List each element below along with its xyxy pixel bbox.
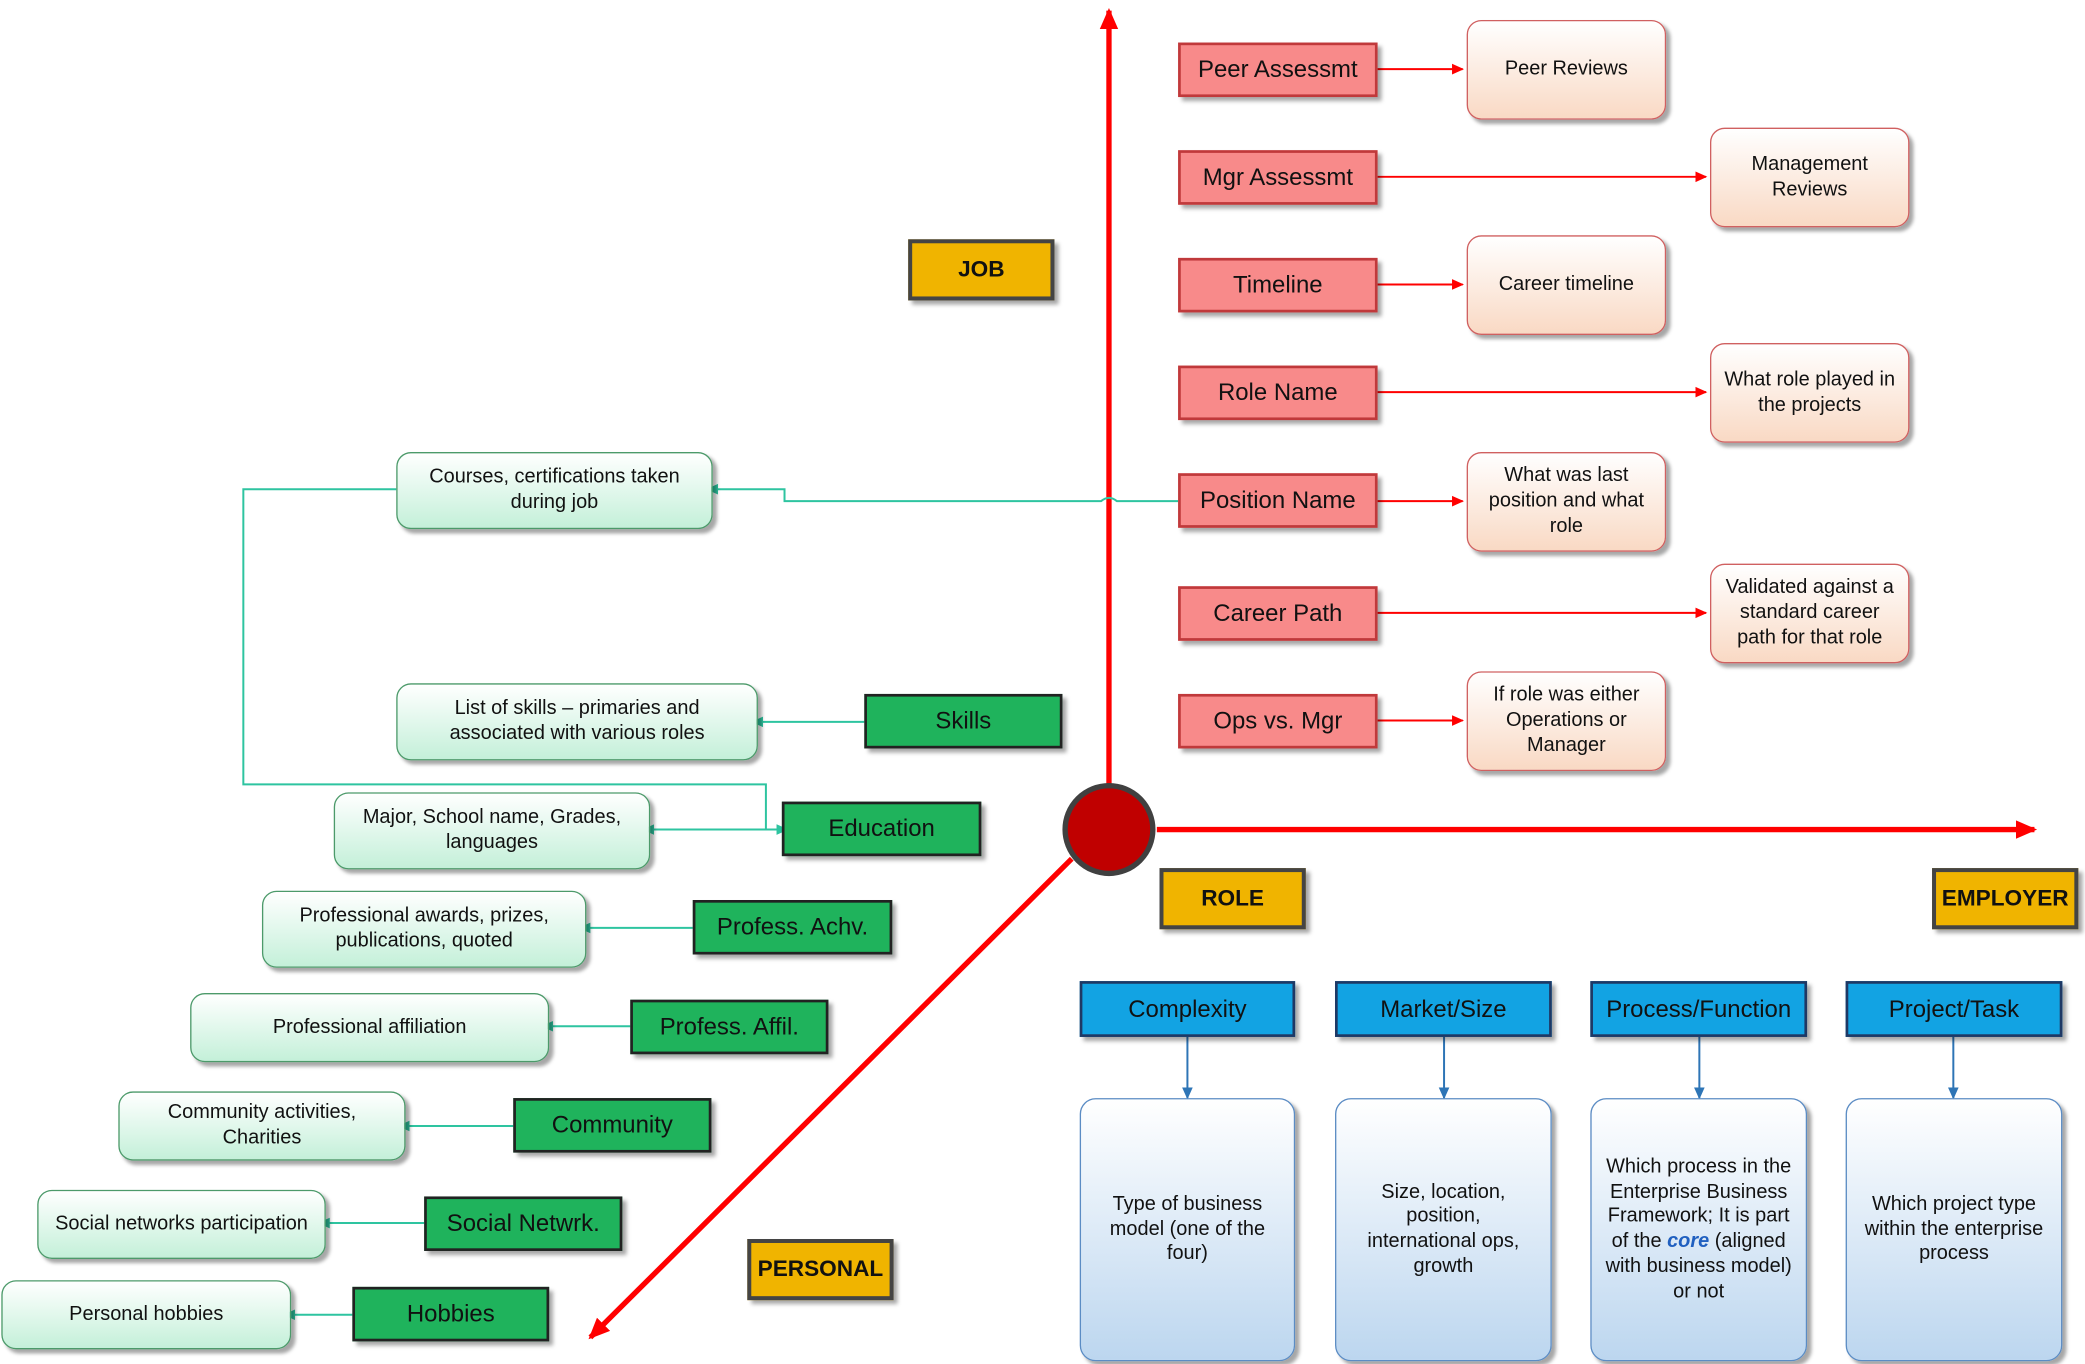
job-node-role-name: Role Name — [1178, 365, 1378, 421]
job-desc-management-reviews: Management Reviews — [1709, 127, 1910, 228]
employer-node-process-function: Process/Function — [1590, 981, 1808, 1037]
connector-courses — [706, 483, 1179, 503]
personal-node-community: Community — [513, 1098, 712, 1153]
employer-desc-process-function: Which process in the Enterprise Business… — [1590, 1098, 1808, 1362]
job-desc-career-path-validated: Validated against a standard career path… — [1709, 563, 1910, 664]
personal-node-education: Education — [781, 801, 982, 857]
courses-note: Courses, certifications taken during job — [396, 451, 713, 530]
role-axis-label: ROLE — [1159, 868, 1306, 930]
employer-desc-process-text: Which process in the Enterprise Business… — [1605, 1154, 1792, 1303]
job-node-peer-assessmt: Peer Assessmt — [1178, 42, 1378, 98]
personal-desc-skills: List of skills – primaries and associate… — [396, 683, 758, 761]
personal-desc-hobbies: Personal hobbies — [1, 1280, 292, 1350]
personal-desc-education: Major, School name, Grades, languages — [333, 792, 651, 870]
job-axis-label: JOB — [908, 239, 1055, 301]
connector-courses-education — [242, 488, 789, 835]
job-node-mgr-assessmt: Mgr Assessmt — [1178, 150, 1378, 205]
center-hub — [1062, 783, 1156, 877]
job-desc-last-position: What was last position and what role — [1466, 451, 1667, 552]
personal-node-profess-achv: Profess. Achv. — [692, 900, 893, 955]
employer-axis-label: EMPLOYER — [1932, 868, 2079, 930]
job-desc-role-played: What role played in the projects — [1709, 342, 1910, 443]
employer-desc-project-task: Which project type within the enterprise… — [1845, 1098, 2063, 1362]
personal-axis — [588, 856, 1074, 1340]
employer-desc-complexity: Type of business model (one of the four) — [1079, 1098, 1296, 1362]
job-node-position-name: Position Name — [1178, 473, 1378, 528]
job-desc-ops-or-manager: If role was either Operations or Manager — [1466, 671, 1667, 772]
job-desc-career-timeline: Career timeline — [1466, 235, 1667, 336]
employer-node-complexity: Complexity — [1079, 981, 1296, 1037]
personal-desc-achievements: Professional awards, prizes, publication… — [261, 890, 587, 968]
personal-node-profess-affil: Profess. Affil. — [630, 999, 829, 1055]
job-node-ops-vs-mgr: Ops vs. Mgr — [1178, 693, 1378, 749]
personal-desc-affiliation: Professional affiliation — [190, 993, 550, 1063]
personal-desc-social: Social networks participation — [37, 1189, 326, 1259]
employer-node-market-size: Market/Size — [1335, 981, 1552, 1037]
personal-desc-community: Community activities, Charities — [118, 1091, 406, 1161]
job-desc-peer-reviews: Peer Reviews — [1466, 19, 1667, 120]
personal-axis-label: PERSONAL — [747, 1239, 894, 1301]
personal-node-social-netwrk: Social Netwrk. — [424, 1196, 623, 1251]
employer-desc-market-size: Size, location, position, international … — [1335, 1098, 1552, 1362]
personal-node-skills: Skills — [864, 693, 1063, 749]
job-node-career-path: Career Path — [1178, 586, 1378, 641]
employer-node-project-task: Project/Task — [1845, 981, 2063, 1037]
job-node-timeline: Timeline — [1178, 257, 1378, 313]
personal-node-hobbies: Hobbies — [352, 1286, 550, 1342]
